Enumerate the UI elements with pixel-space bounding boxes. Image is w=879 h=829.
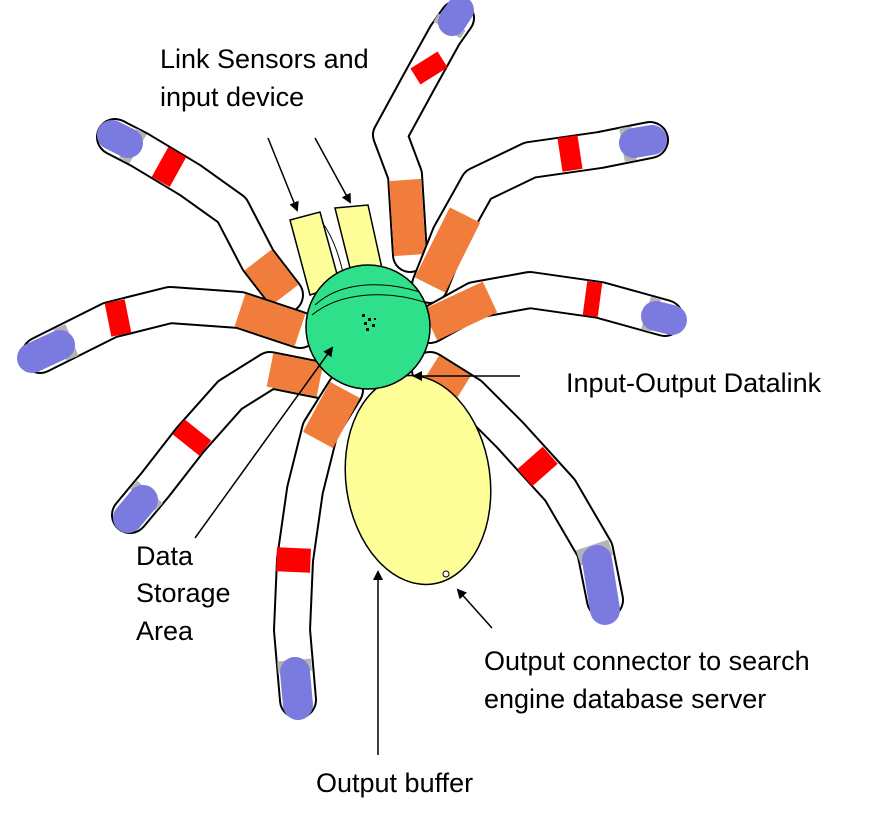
arrow-output-connector xyxy=(458,590,492,628)
head-data-storage xyxy=(306,265,430,389)
output-connector-dot xyxy=(443,571,449,577)
label-link-sensors-line2: input device xyxy=(160,82,304,112)
label-output-connector-line2: engine database server xyxy=(484,684,766,714)
arrow-link-sensor-right xyxy=(315,138,350,202)
leg-front-upper-left xyxy=(112,135,285,295)
label-output-connector-line1: Output connector to search xyxy=(484,646,810,676)
label-link-sensors-line1: Link Sensors and xyxy=(160,44,369,74)
label-output-buffer: Output buffer xyxy=(316,768,473,798)
label-data-storage-line2: Storage xyxy=(136,578,231,608)
leg-mid-left xyxy=(32,305,300,358)
label-data-storage-line3: Area xyxy=(136,616,194,646)
leg-mid-right xyxy=(430,290,672,325)
label-io-datalink: Input-Output Datalink xyxy=(566,368,822,398)
arrow-link-sensor-left xyxy=(268,138,297,210)
leg-front-upper-right xyxy=(430,140,652,285)
leg-rear-center xyxy=(292,390,345,705)
label-data-storage-line1: Data xyxy=(136,541,194,571)
